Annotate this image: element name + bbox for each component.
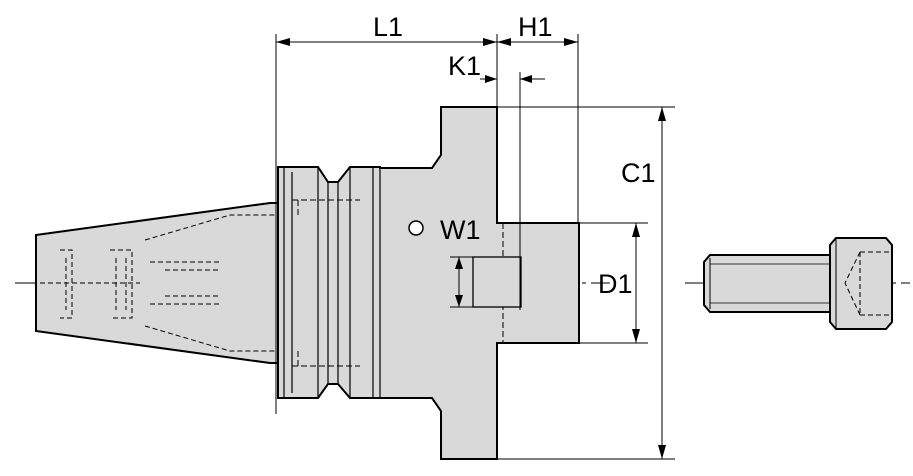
dim-label-d1: D1 (598, 269, 633, 299)
dimension-arrows (276, 38, 666, 459)
bolt-hidden-socket (844, 251, 890, 316)
bolt-shank (703, 254, 831, 313)
flange-outline (277, 106, 580, 460)
bolt-head (829, 237, 893, 330)
flange-body (277, 106, 580, 460)
taper-hidden-detail (40, 214, 290, 352)
drive-key (472, 256, 522, 308)
groove-lines (283, 167, 381, 398)
dim-label-l1: L1 (373, 12, 403, 42)
dim-label-c1: C1 (621, 158, 656, 188)
dim-label-k1: K1 (448, 51, 481, 81)
dim-label-w1: W1 (440, 215, 481, 245)
clamping-bolt (703, 237, 893, 330)
taper-shank (35, 202, 290, 364)
dim-label-h1: H1 (518, 12, 553, 42)
coolant-hole (408, 220, 424, 236)
